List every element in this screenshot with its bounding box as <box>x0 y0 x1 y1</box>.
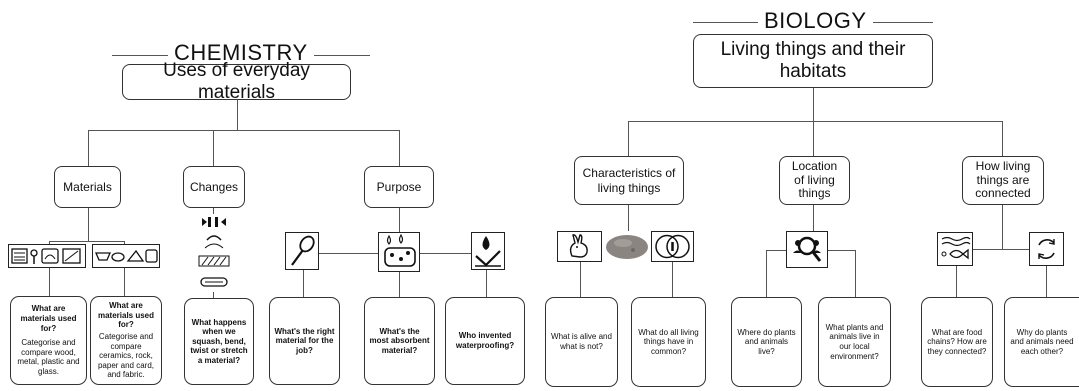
card-plants-animals-need: Why do plants and animals need each othe… <box>1004 297 1079 387</box>
connector <box>88 208 89 242</box>
card-right-material: What's the right material for the job? <box>269 297 340 385</box>
card-detail: Categorise and compare wood, metal, plas… <box>17 338 80 376</box>
connector <box>88 130 89 166</box>
card-detail: Categorise and compare ceramics, rock, p… <box>97 332 155 380</box>
card-question: What happens when we squash, bend, twist… <box>190 317 248 365</box>
card-food-chains: What are food chains? How are they conne… <box>921 297 993 387</box>
card-question: What do all living things have in common… <box>638 327 699 356</box>
card-question: What are materials used for? <box>20 304 77 333</box>
card-question: What is alive and what is not? <box>551 332 612 351</box>
card-question: Who invented waterproofing? <box>455 331 515 350</box>
card-absorbent-material: What's the most absorbent material? <box>364 297 435 385</box>
connector <box>813 88 814 122</box>
connector <box>237 100 238 131</box>
card-local-environment: What plants and animals live in our loca… <box>818 297 891 387</box>
biology-heading: BIOLOGY <box>758 8 873 34</box>
rock-image <box>603 231 651 262</box>
connector <box>399 130 400 166</box>
card-question: What plants and animals live in our loca… <box>825 322 884 361</box>
branch-changes: Changes <box>183 166 245 208</box>
branch-characteristics: Characteristics of living things <box>574 156 684 205</box>
connector <box>213 208 214 214</box>
cycle-arrows-icon <box>1029 232 1064 266</box>
card-materials-ceramics-rock: What are materials used for? Categorise … <box>90 296 162 385</box>
biology-title: Living things and their habitats <box>693 34 933 88</box>
card-living-things-common: What do all living things have in common… <box>631 297 706 387</box>
connector <box>399 208 400 232</box>
food-chain-fish-icon <box>937 232 973 266</box>
card-materials-wood-metal: What are materials used for? Categorise … <box>10 296 87 385</box>
connector <box>399 272 400 297</box>
connector <box>124 268 125 296</box>
card-question: What are materials used for? <box>97 301 155 330</box>
connector <box>813 205 814 231</box>
connector <box>956 266 957 297</box>
chemistry-title: Uses of everyday materials <box>122 60 351 103</box>
branch-connected: How living things are connected <box>962 156 1044 205</box>
card-question: What's the right material for the job? <box>274 326 335 355</box>
connector <box>766 250 767 297</box>
branch-materials: Materials <box>54 166 121 208</box>
rabbit-icon <box>557 231 602 262</box>
connector <box>303 270 304 297</box>
card-question: Where do plants and animals live? <box>737 327 796 356</box>
connector <box>813 121 814 156</box>
connector <box>49 268 50 296</box>
venn-diagram-icon <box>651 231 694 262</box>
connector <box>1002 205 1003 250</box>
connector <box>213 130 214 166</box>
connector <box>628 121 629 156</box>
habitat-search-icon <box>786 231 828 268</box>
connector <box>628 205 629 231</box>
connector <box>628 121 1003 122</box>
card-where-plants-animals-live: Where do plants and animals live? <box>731 297 802 387</box>
branch-purpose: Purpose <box>364 166 434 208</box>
card-question: What are food chains? How are they conne… <box>927 327 987 356</box>
materials-icons-wood-metal-plastic-glass <box>8 244 86 268</box>
sponge-water-icon <box>378 232 420 272</box>
waterproof-icon <box>471 232 505 270</box>
spoon-icon <box>285 232 319 270</box>
card-alive-or-not: What is alive and what is not? <box>545 297 618 387</box>
card-question: What's the most absorbent material? <box>369 326 430 355</box>
connector <box>124 241 125 245</box>
connector <box>1002 121 1003 156</box>
branch-location: Location of living things <box>779 156 850 205</box>
card-question: Why do plants and animals need each othe… <box>1010 327 1074 356</box>
connector <box>49 241 125 242</box>
connector <box>672 262 673 297</box>
connector <box>49 241 50 245</box>
connector <box>486 270 487 297</box>
chemistry-heading: CHEMISTRY <box>168 40 314 66</box>
connector <box>973 249 1029 250</box>
connector <box>213 292 214 298</box>
connector <box>580 262 581 297</box>
card-waterproofing: Who invented waterproofing? <box>445 297 525 385</box>
connector <box>855 250 856 297</box>
materials-icons-ceramics-rock-paper-fabric <box>92 244 160 268</box>
connector <box>88 130 400 131</box>
connector <box>1046 266 1047 297</box>
card-changes: What happens when we squash, bend, twist… <box>184 298 254 385</box>
squash-bend-twist-stretch-icons <box>193 214 235 292</box>
